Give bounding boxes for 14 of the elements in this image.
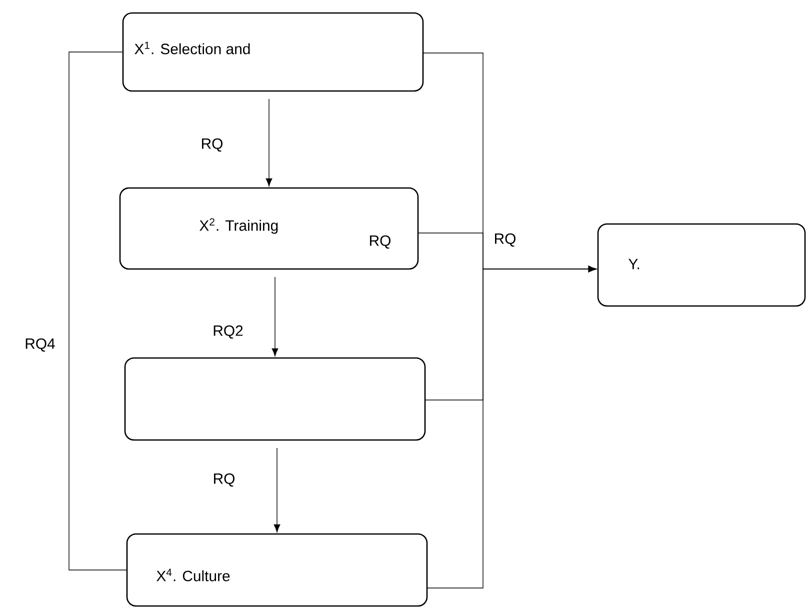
process-box xyxy=(124,357,426,441)
edge-label: RQ2 xyxy=(212,324,244,340)
process-box: Y. xyxy=(597,223,806,307)
arrow xyxy=(266,98,272,186)
edge-label: RQ xyxy=(492,232,518,248)
process-box: X$^{1}$. Selection and xyxy=(122,12,424,92)
process-box: X$^{2}$. Training RQ xyxy=(119,187,419,270)
arrow xyxy=(274,448,280,532)
edge-label: RQ4 xyxy=(24,337,56,353)
arrow xyxy=(272,276,278,356)
edge-label: RQ xyxy=(212,472,236,488)
process-box: X$^{4}$. Culture xyxy=(126,533,428,607)
arrow xyxy=(426,266,596,588)
edge-label: RQ xyxy=(200,137,224,153)
